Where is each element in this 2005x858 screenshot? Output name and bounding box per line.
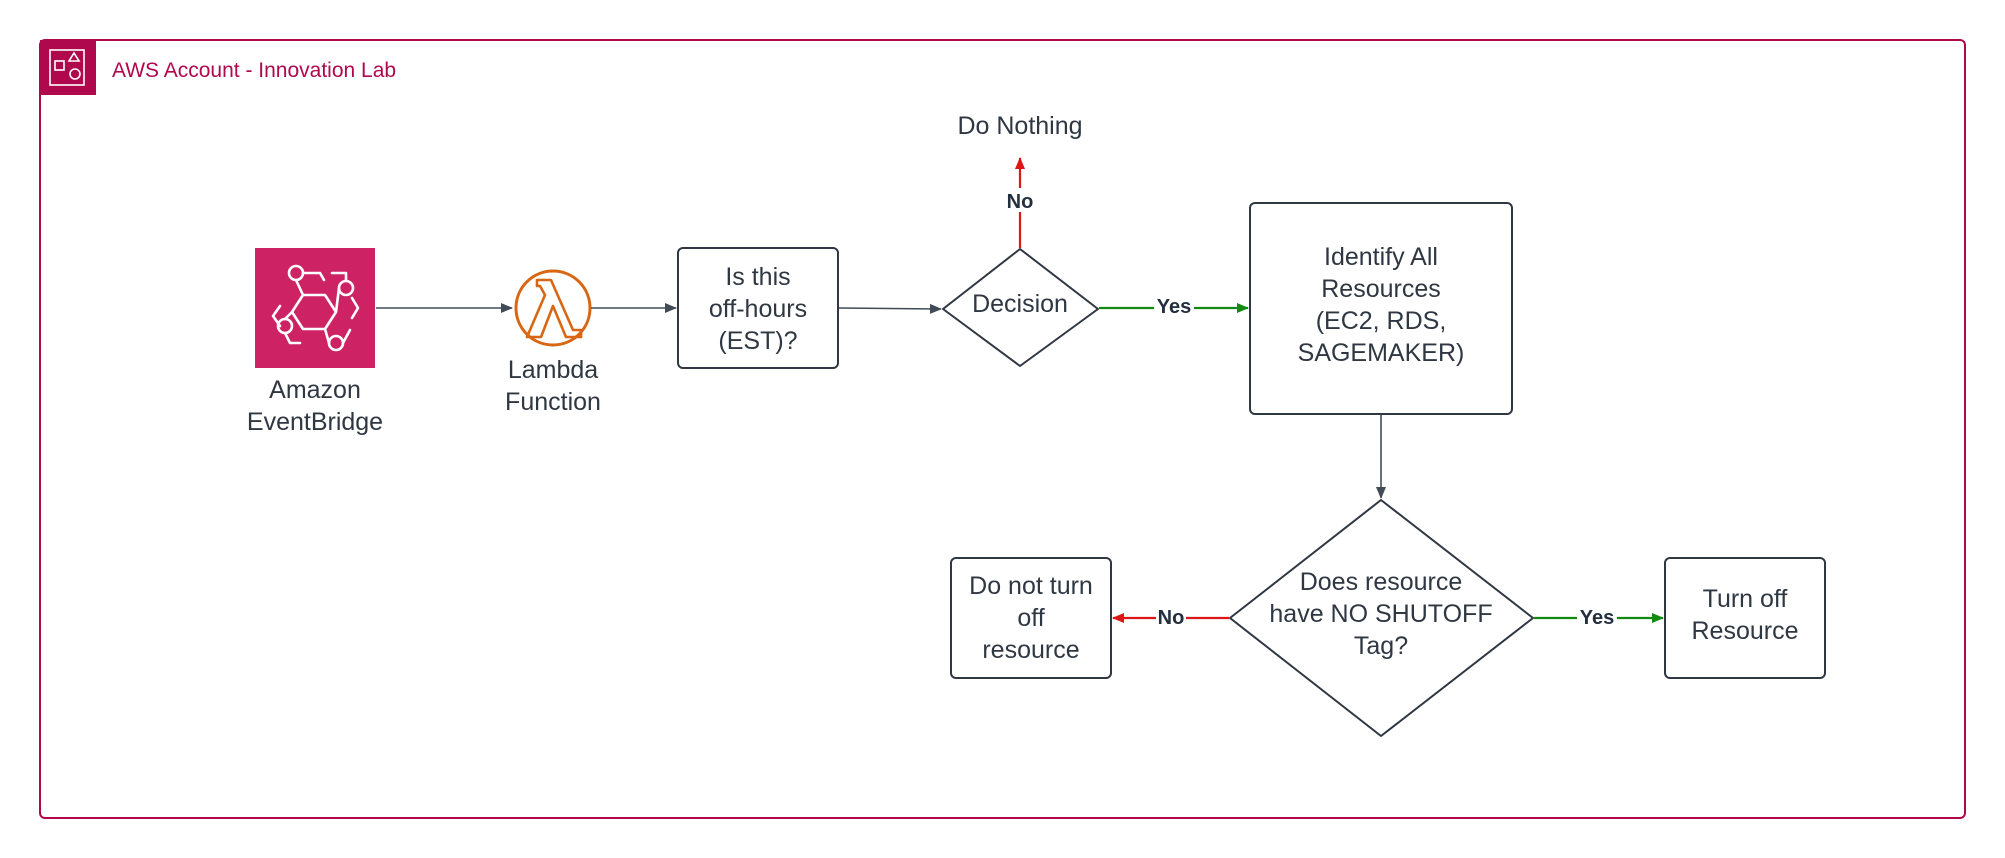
aws-account-icon [49,49,85,86]
lambda-label-line1: Lambda [508,356,598,384]
shutoff-tag-decision-node[interactable]: Does resource have NO SHUTOFF Tag? [1229,499,1534,737]
aws-account-label: AWS Account - Innovation Lab [112,59,396,82]
decision-label: Decision [972,290,1068,318]
do-not-turn-off-line3: resource [982,636,1079,664]
edge-label-bg-shutoff-yes [1577,606,1617,630]
eventbridge-label-line1: Amazon [269,376,361,404]
lambda-label-line2: Function [505,388,601,416]
identify-line1: Identify All [1324,243,1438,271]
turn-off-line2: Resource [1692,617,1799,645]
edge-label-bg-decision-yes [1154,296,1194,320]
identify-resources-box [1249,202,1513,415]
shutoff-tag-diamond [1229,499,1534,737]
edge-label-bg-shutoff-no [1156,606,1186,630]
turn-off-resource-box [1664,557,1826,679]
shutoff-line3: Tag? [1354,632,1408,660]
identify-resources-node[interactable]: Identify All Resources (EC2, RDS, SAGEMA… [1249,202,1513,415]
aws-account-group: AWS Account - Innovation Lab [39,39,1966,819]
aws-account-icon-bg [40,40,96,95]
shutoff-line2: have NO SHUTOFF [1269,600,1492,628]
turn-off-resource-node[interactable]: Turn off Resource [1664,557,1826,679]
identify-line2: Resources [1321,275,1441,303]
do-not-turn-off-line1: Do not turn [969,572,1093,600]
do-nothing-label: Do Nothing [957,112,1082,140]
decision-node[interactable]: Decision [942,248,1099,367]
identify-line4: SAGEMAKER) [1298,339,1465,367]
do-not-turn-off-node[interactable]: Do not turn off resource [950,557,1112,679]
eventbridge-icon [255,248,375,368]
lambda-node[interactable]: Lambda Function [505,269,601,416]
shutoff-line1: Does resource [1300,568,1463,596]
edge-label-shutoff-yes: Yes [1580,607,1614,629]
offhours-check-box [677,247,839,369]
edge-label-bg-decision-no [1005,188,1035,212]
edge-offhours-to-decision [838,303,942,314]
do-not-turn-off-box [950,557,1112,679]
identify-line3: (EC2, RDS, [1316,307,1447,335]
offhours-line3: (EST)? [718,327,797,355]
eventbridge-label-line2: EventBridge [247,408,383,436]
eventbridge-glyph [271,264,360,352]
decision-diamond [942,248,1099,367]
eventbridge-node[interactable]: Amazon EventBridge [247,248,383,436]
edge-label-decision-no: No [1007,191,1034,213]
do-not-turn-off-line2: off [1017,604,1044,632]
edge-label-decision-yes: Yes [1157,296,1191,318]
edge-label-shutoff-no: No [1158,607,1185,629]
offhours-line2: off-hours [709,295,807,323]
turn-off-line1: Turn off [1703,585,1788,613]
offhours-check-node[interactable]: Is this off-hours (EST)? [677,247,839,369]
aws-account-border [39,39,1966,819]
lambda-glyph [525,278,583,339]
offhours-line1: Is this [725,263,790,291]
